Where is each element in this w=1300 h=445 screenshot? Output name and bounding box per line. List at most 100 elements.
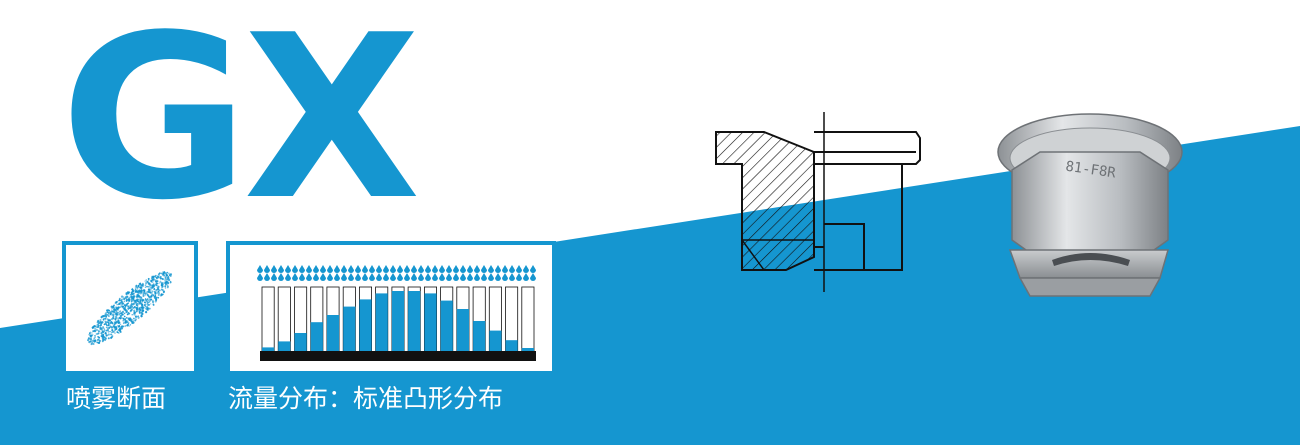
flow-bar [391,291,405,351]
droplet-icon [530,273,536,281]
droplet-icon [313,265,319,273]
droplet-icon [474,265,480,273]
flow-bar [424,293,437,351]
flow-bar [326,315,340,351]
droplet-icon [271,265,277,273]
droplet-icon [334,265,340,273]
droplet-icon [502,265,508,273]
flow-bar [310,322,323,351]
droplet-icon [383,265,389,273]
droplet-icon [446,273,452,281]
collector-base [260,351,536,361]
droplet-icon [397,265,403,273]
droplet-icon [495,265,501,273]
droplet-icon [502,273,508,281]
droplet-icon [460,273,466,281]
droplet-icon [334,273,340,281]
flow-bar [440,300,453,351]
droplet-icon [285,265,291,273]
droplet-icon [481,265,487,273]
droplet-icon [278,273,284,281]
droplet-icon [390,273,396,281]
droplet-icon [341,273,347,281]
spray-pattern-panel [62,241,198,375]
flow-bar [505,340,518,351]
droplet-icon [481,273,487,281]
droplet-icon [362,273,368,281]
droplet-icon [516,273,522,281]
droplet-icon [348,265,354,273]
droplet-icon [257,265,263,273]
flow-bar [262,347,275,351]
droplet-icon [411,265,417,273]
droplet-icon [327,273,333,281]
droplet-icon [425,273,431,281]
droplet-icon [439,265,445,273]
droplet-icon [516,265,522,273]
droplet-icon [292,273,298,281]
droplet-icon [306,273,312,281]
collector-tube [521,286,535,352]
droplet-icon [299,273,305,281]
spray-pattern-caption: 喷雾断面 [66,384,167,413]
flat-fan-nozzle-photo: 81-F8R [997,113,1183,297]
droplet-icon [404,265,410,273]
flow-bar [521,348,534,351]
droplet-icon [453,265,459,273]
droplet-icon [306,265,312,273]
droplet-icon [467,273,473,281]
flow-distribution-panel [226,241,556,375]
nozzle-cross-section-drawing [715,112,921,292]
droplet-icon [530,265,536,273]
droplet-icon [362,265,368,273]
droplet-icon [313,273,319,281]
flow-bar [456,309,469,351]
droplet-icon [383,273,389,281]
flow-bar [408,291,421,351]
droplet-icon [264,265,270,273]
collector-tube [261,286,275,352]
droplet-icon [348,273,354,281]
flow-distribution-caption: 流量分布：标准凸形分布 [228,384,504,413]
flow-bar [473,321,486,351]
droplet-icon [257,273,263,281]
droplet-icon [355,273,361,281]
engraving-mark: 81-F8R [1064,159,1117,182]
droplet-icon [327,265,333,273]
droplet-icon [453,273,459,281]
droplet-icon [341,265,347,273]
droplet-icon [488,265,494,273]
flow-distribution-chart [257,265,536,361]
droplet-icon [285,273,291,281]
droplet-icon [390,265,396,273]
elliptical-spray-pattern-icon [87,271,173,346]
droplet-icon [320,265,326,273]
droplet-icon [397,273,403,281]
product-title: GX [60,0,421,250]
droplet-icon [509,273,515,281]
droplet-icon [369,273,375,281]
flow-bar [294,333,307,351]
droplet-icon [460,265,466,273]
droplet-icon [376,265,382,273]
flow-bar [278,341,291,351]
droplet-icon [432,265,438,273]
droplet-icon [369,265,375,273]
droplet-icon [425,265,431,273]
droplet-icon [320,273,326,281]
droplet-icon [271,273,277,281]
droplet-icon [376,273,382,281]
droplet-icon [418,273,424,281]
flow-bar [375,293,388,351]
droplet-icon [278,265,284,273]
droplet-icon [467,265,473,273]
droplet-icon [355,265,361,273]
droplet-icon [495,273,501,281]
droplet-icon [446,265,452,273]
droplet-icon [264,273,270,281]
flow-bar [359,299,372,351]
droplet-icon [439,273,445,281]
droplet-icon [523,273,529,281]
collector-tube [277,286,291,352]
